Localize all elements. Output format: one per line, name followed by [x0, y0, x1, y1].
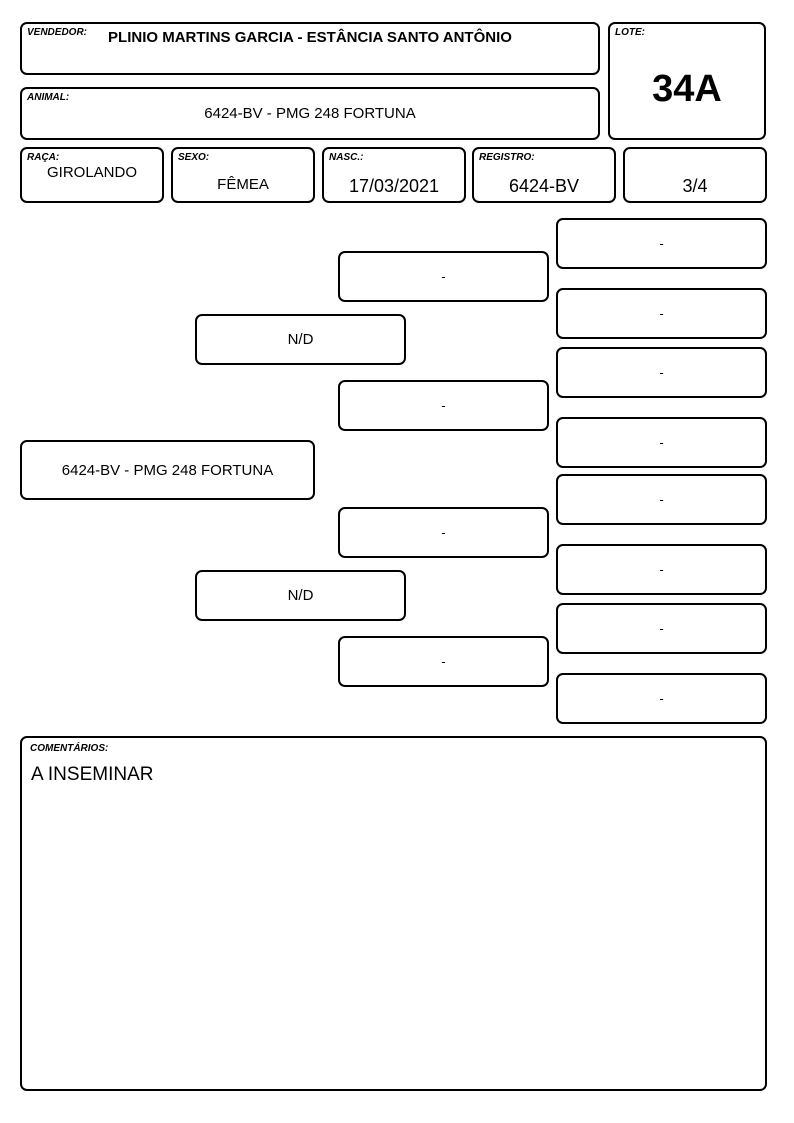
raca-value: GIROLANDO	[46, 164, 137, 181]
vendedor-label: VENDEDOR:	[27, 27, 88, 38]
sexo-label: SEXO:	[178, 152, 210, 163]
grau-sangue-value: 3/4	[682, 176, 708, 196]
pedigree-great-grandparent-5: -	[556, 474, 767, 525]
registro-label: REGISTRO:	[479, 152, 535, 163]
pedigree-great-grandparent-2: -	[556, 288, 767, 339]
grau-sangue-box: 3/4	[623, 147, 767, 203]
nasc-box: NASC.: 17/03/2021	[322, 147, 466, 203]
comments-label: COMENTÁRIOS:	[30, 743, 109, 754]
vendedor-value: PLINIO MARTINS GARCIA - ESTÂNCIA SANTO A…	[108, 29, 512, 46]
nasc-label: NASC.:	[329, 152, 364, 163]
pedigree-parent-dam: N/D	[195, 570, 406, 621]
lote-label: LOTE:	[615, 27, 645, 38]
animal-value: 6424-BV - PMG 248 FORTUNA	[204, 105, 416, 122]
registro-box: REGISTRO: 6424-BV	[472, 147, 616, 203]
pedigree-grandparent-2: -	[338, 380, 549, 431]
nasc-value: 17/03/2021	[348, 176, 440, 196]
sexo-value: FÊMEA	[217, 176, 269, 193]
pedigree-great-grandparent-1: -	[556, 218, 767, 269]
pedigree-great-grandparent-6: -	[556, 544, 767, 595]
pedigree-animal: 6424-BV - PMG 248 FORTUNA	[20, 440, 315, 500]
pedigree-grandparent-1: -	[338, 251, 549, 302]
animal-label: ANIMAL:	[27, 92, 70, 103]
sexo-box: SEXO: FÊMEA	[171, 147, 315, 203]
raca-box: RAÇA: GIROLANDO	[20, 147, 164, 203]
raca-label: RAÇA:	[27, 152, 60, 163]
lote-box: LOTE: 34A	[608, 22, 766, 140]
pedigree-great-grandparent-4: -	[556, 417, 767, 468]
pedigree-parent-sire: N/D	[195, 314, 406, 365]
pedigree-grandparent-4: -	[338, 636, 549, 687]
vendedor-box: VENDEDOR: PLINIO MARTINS GARCIA - ESTÂNC…	[20, 22, 600, 75]
animal-box: ANIMAL: 6424-BV - PMG 248 FORTUNA	[20, 87, 600, 140]
comments-box: COMENTÁRIOS: A INSEMINAR	[20, 736, 767, 1091]
comments-text: A INSEMINAR	[31, 764, 154, 785]
lote-value: 34A	[652, 68, 722, 110]
registro-value: 6424-BV	[508, 176, 580, 196]
pedigree-great-grandparent-8: -	[556, 673, 767, 724]
pedigree-great-grandparent-7: -	[556, 603, 767, 654]
pedigree-great-grandparent-3: -	[556, 347, 767, 398]
pedigree-grandparent-3: -	[338, 507, 549, 558]
